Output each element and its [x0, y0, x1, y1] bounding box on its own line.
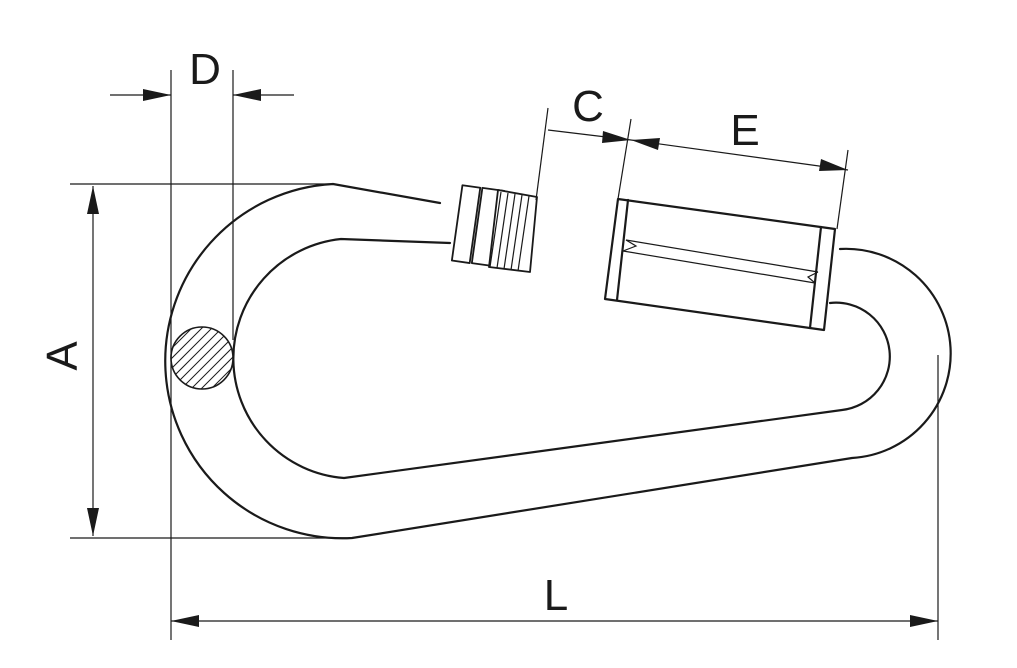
dimension-a: A	[38, 186, 99, 536]
dimension-l: L	[171, 571, 938, 627]
wire-cross-section	[170, 326, 234, 390]
outer-contour	[164, 182, 952, 540]
extension-lines	[70, 70, 939, 640]
dimension-e: E	[630, 106, 849, 171]
locking-sleeve	[603, 197, 837, 332]
dimension-e-label: E	[730, 106, 759, 155]
dimension-a-label: A	[38, 341, 87, 371]
dimension-l-label: L	[544, 571, 568, 620]
inner-contour	[232, 237, 891, 480]
dimension-d-label: D	[189, 45, 221, 94]
snap-link-body	[164, 182, 952, 540]
dimension-c-label: C	[572, 82, 604, 131]
dimension-d: D	[110, 45, 294, 101]
threaded-end	[450, 184, 538, 273]
dimension-c: C	[547, 82, 632, 143]
